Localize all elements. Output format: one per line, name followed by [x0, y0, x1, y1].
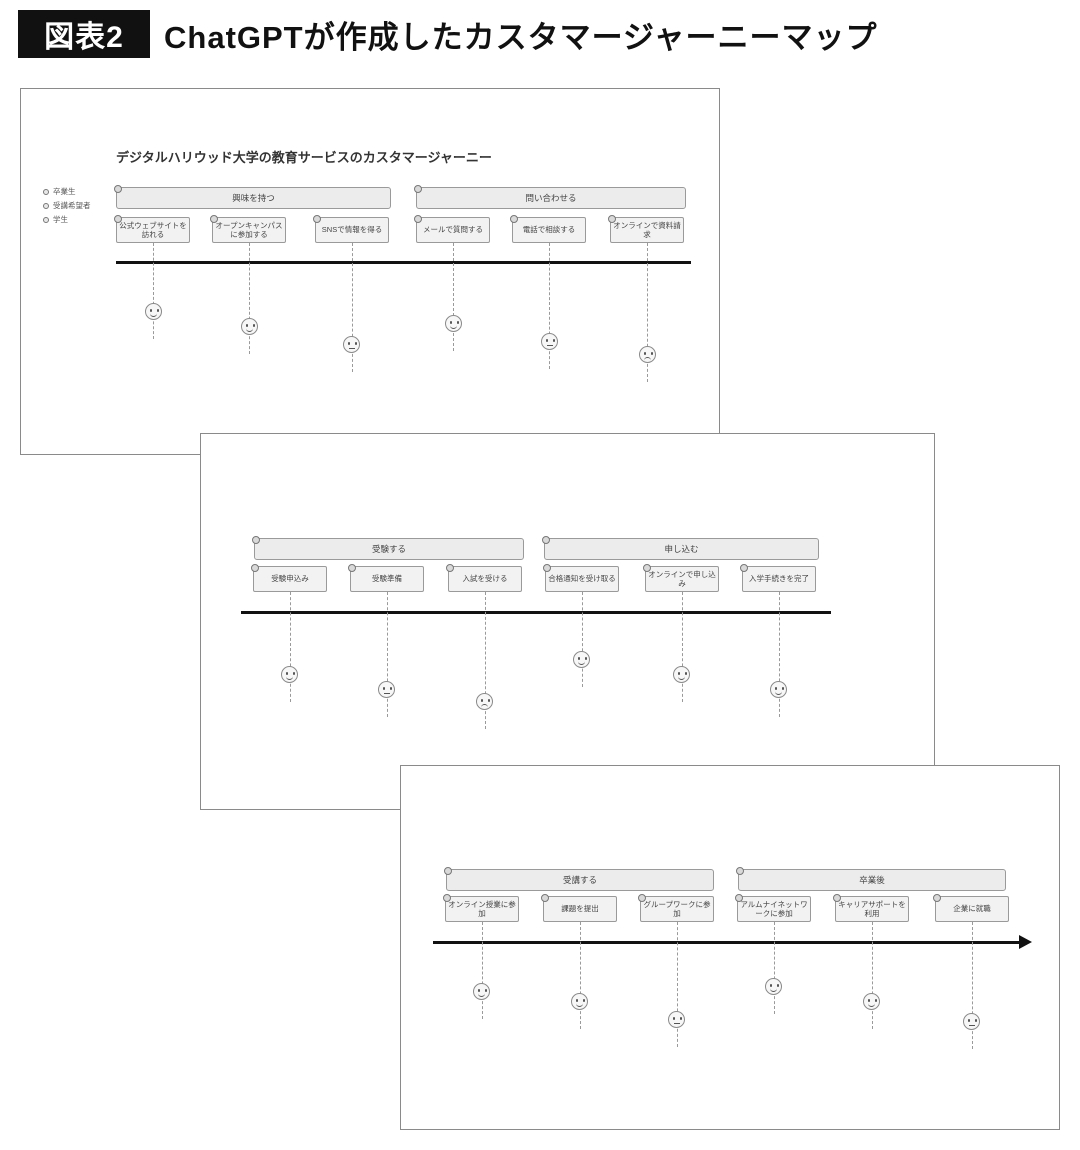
emotion-face — [963, 1013, 980, 1030]
task-box: 入学手続きを完了 — [740, 564, 816, 592]
legend-label: 卒業生 — [53, 187, 76, 196]
journey-panel-course-graduation: 受講する 卒業後 オンライン授業に参加 課題を提出 グループワークに参加 アルム… — [400, 765, 1060, 1130]
task-box: キャリアサポートを利用 — [833, 894, 909, 922]
timeline-axis — [241, 611, 831, 614]
emotion-face — [765, 978, 782, 995]
legend-item: 学生 — [43, 214, 91, 225]
emotion-face — [770, 681, 787, 698]
emotion-face — [476, 693, 493, 710]
connector-line — [485, 592, 486, 729]
emotion-face — [145, 303, 162, 320]
phase-label: 申し込む — [664, 544, 699, 554]
task-box: 受験申込み — [251, 564, 327, 592]
emotion-face — [378, 681, 395, 698]
connector-line — [677, 922, 678, 1047]
emotion-face — [639, 346, 656, 363]
emotion-face — [673, 666, 690, 683]
task-box: 受験準備 — [348, 564, 424, 592]
task-box: SNSで情報を得る — [313, 215, 389, 243]
task-box: 公式ウェブサイトを訪れる — [114, 215, 190, 243]
task-box: 電話で相談する — [510, 215, 586, 243]
task-box: 企業に就職 — [933, 894, 1009, 922]
connector-line — [290, 592, 291, 702]
task-box: アルムナイネットワークに参加 — [735, 894, 811, 922]
emotion-face — [573, 651, 590, 668]
emotion-face — [343, 336, 360, 353]
task-box: オンラインで資料請求 — [608, 215, 684, 243]
figure-header: 図表2 ChatGPTが作成したカスタマージャーニーマップ — [18, 10, 877, 58]
phase-label: 興味を持つ — [232, 193, 275, 203]
connector-line — [972, 922, 973, 1049]
connector-line — [682, 592, 683, 702]
connector-line — [387, 592, 388, 717]
legend-item: 卒業生 — [43, 186, 91, 197]
phase-label: 受講する — [562, 875, 597, 885]
persona-legend: 卒業生 受講希望者 学生 — [43, 186, 91, 225]
connector-line — [779, 592, 780, 717]
phase-label: 受験する — [371, 544, 406, 554]
task-box: 課題を提出 — [541, 894, 617, 922]
connector-line — [249, 243, 250, 354]
phase-bar: 問い合わせる — [414, 185, 686, 209]
emotion-face — [241, 318, 258, 335]
journey-panel-interest-inquiry: デジタルハリウッド大学の教育サービスのカスタマージャーニー 卒業生 受講希望者 … — [20, 88, 720, 455]
figure-title: ChatGPTが作成したカスタマージャーニーマップ — [164, 19, 878, 55]
emotion-face — [863, 993, 880, 1010]
emotion-face — [541, 333, 558, 350]
timeline-axis — [116, 261, 691, 264]
connector-line — [153, 243, 154, 339]
legend-dot-icon — [43, 188, 49, 195]
emotion-face — [445, 315, 462, 332]
journey-map-title: デジタルハリウッド大学の教育サービスのカスタマージャーニー — [116, 150, 492, 165]
task-box: グループワークに参加 — [638, 894, 714, 922]
phase-bar: 受験する — [252, 536, 524, 560]
legend-label: 受講希望者 — [53, 201, 91, 210]
task-box: オンラインで申し込み — [643, 564, 719, 592]
legend-dot-icon — [43, 202, 49, 209]
timeline-arrowhead-icon — [1019, 935, 1032, 949]
task-box: 合格通知を受け取る — [543, 564, 619, 592]
connector-line — [774, 922, 775, 1014]
connector-line — [580, 922, 581, 1029]
task-box: メールで質問する — [414, 215, 490, 243]
legend-item: 受講希望者 — [43, 200, 91, 211]
legend-dot-icon — [43, 216, 49, 223]
connector-line — [549, 243, 550, 369]
phase-label: 問い合わせる — [525, 193, 577, 203]
journey-panel-exam-apply: 受験する 申し込む 受験申込み 受験準備 入試を受ける 合格通知を受け取る オン… — [200, 433, 935, 810]
legend-label: 学生 — [53, 215, 68, 224]
phase-bar: 申し込む — [542, 536, 819, 560]
phase-bar: 卒業後 — [736, 867, 1006, 891]
connector-line — [582, 592, 583, 687]
connector-line — [482, 922, 483, 1019]
connector-line — [647, 243, 648, 382]
emotion-face — [571, 993, 588, 1010]
connector-line — [872, 922, 873, 1029]
phase-label: 卒業後 — [859, 875, 885, 885]
connector-line — [453, 243, 454, 351]
emotion-face — [473, 983, 490, 1000]
task-box: 入試を受ける — [446, 564, 522, 592]
figure-number-tag: 図表2 — [18, 10, 150, 58]
task-box: オンライン授業に参加 — [443, 894, 519, 922]
task-box: オープンキャンパスに参加する — [210, 215, 286, 243]
phase-bar: 受講する — [444, 867, 714, 891]
emotion-face — [668, 1011, 685, 1028]
connector-line — [352, 243, 353, 372]
timeline-axis — [433, 941, 1021, 944]
phase-bar: 興味を持つ — [114, 185, 391, 209]
emotion-face — [281, 666, 298, 683]
